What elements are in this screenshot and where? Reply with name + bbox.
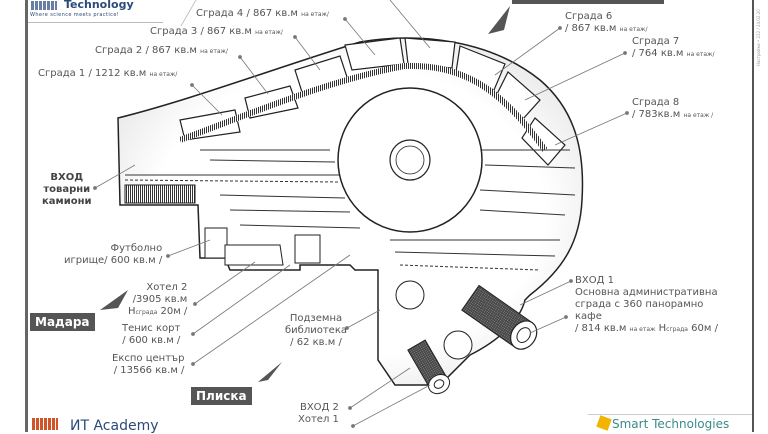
logo-name: Technology — [64, 0, 134, 11]
label-building-2: Сграда 2 / 867 кв.м на етаж/ — [95, 45, 228, 56]
tennis-court-shape — [294, 234, 321, 264]
arrow-pliska-icon — [258, 362, 282, 382]
partner-mark-icon — [596, 415, 612, 431]
academy-logo: ИТ Academy — [30, 416, 190, 434]
arrow-top-icon — [488, 6, 510, 34]
label-entrance-trucks: ВХОД товарни камиони — [42, 172, 92, 207]
label-building-7: Сграда 7 / 764 кв.м на етаж/ — [632, 36, 715, 59]
frame-right-border — [752, 0, 754, 432]
label-building-4: Сграда 4 / 867 кв.м на етаж/ — [196, 8, 329, 19]
tower-hotel1 — [407, 339, 451, 395]
label-tennis-court: Тенис корт / 600 кв.м / — [122, 323, 181, 346]
academy-grid-icon — [32, 418, 58, 430]
partner-logo: Smart Technologies — [588, 414, 752, 433]
label-entrance-2: ВХОД 2 Хотел 1 — [298, 402, 339, 425]
direction-madara: Мадара — [30, 313, 95, 331]
internal-roads — [124, 149, 576, 271]
academy-name: ИТ Academy — [70, 418, 159, 434]
label-building-6: Сграда 6 / 867 кв.м на етаж/ — [565, 11, 648, 34]
label-entrance-1: ВХОД 1 Основна административна сграда с … — [575, 275, 718, 334]
label-football-field: Футболно игрище/ 600 кв.м / — [64, 243, 163, 266]
label-building-1: Сграда 1 / 1212 кв.м на етаж/ — [38, 68, 178, 79]
technology-logo: Technology Where science meets practice! — [28, 0, 197, 26]
leader-lines — [93, 0, 629, 428]
label-building-8: Сграда 8 / 783кв.м на етаж / — [632, 97, 714, 120]
top-dark-bar — [512, 0, 664, 4]
expo-center-shape — [224, 244, 284, 266]
tower-main — [461, 284, 538, 350]
logo-tagline: Where science meets practice! — [30, 12, 120, 18]
label-hotel-2: Хотел 2 /3905 кв.м Hсграда 20м / — [128, 282, 188, 317]
partner-name: Smart Technologies — [612, 417, 730, 431]
label-expo-center: Експо център / 13566 кв.м / — [112, 353, 185, 376]
arrow-madara-icon — [100, 290, 128, 310]
football-field-shape — [204, 227, 228, 259]
frame-left-border — [25, 0, 28, 432]
label-building-3: Сграда 3 / 867 кв.м на етаж/ — [150, 26, 283, 37]
logo-grid-icon — [31, 1, 57, 10]
label-library: Подземна библиотека / 62 кв.м / — [285, 313, 347, 348]
direction-pliska: Плиска — [191, 387, 252, 405]
